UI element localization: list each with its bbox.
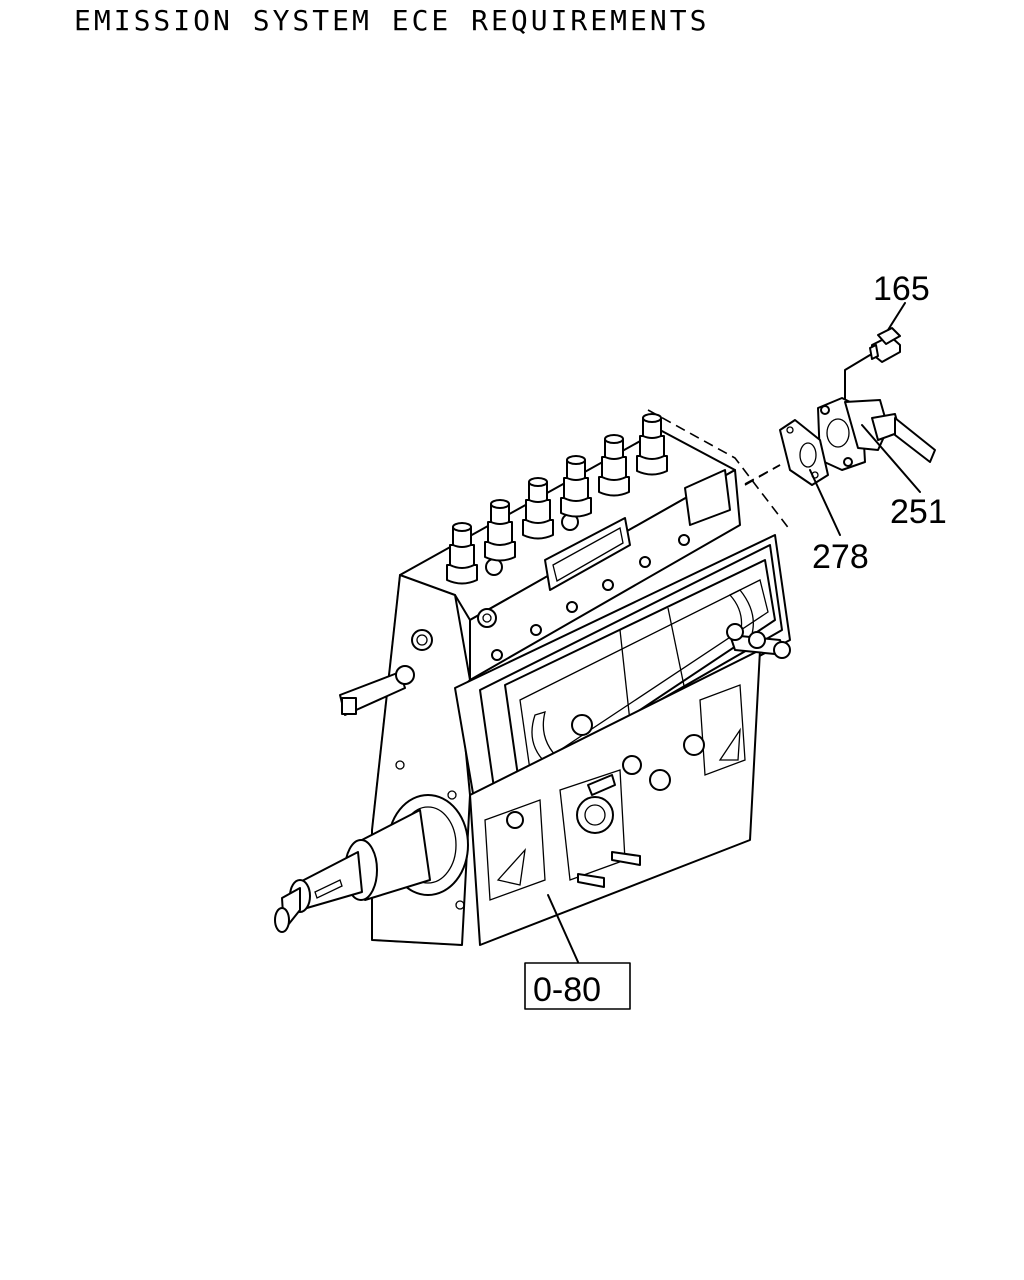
reference-box xyxy=(524,962,631,1010)
callout-0-80: 0-80 xyxy=(533,971,601,1009)
sensor-251 xyxy=(817,397,936,471)
callout-165: 165 xyxy=(873,270,930,308)
leader-251 xyxy=(861,424,921,493)
bolt-165 xyxy=(869,327,901,363)
leader-0-80 xyxy=(547,894,579,963)
leader-165 xyxy=(887,302,906,331)
gasket-278 xyxy=(779,419,829,486)
bolt-axis-line xyxy=(844,354,871,401)
delivery-valve-holders xyxy=(446,413,668,585)
leader-278 xyxy=(809,469,841,536)
cover-bolt xyxy=(726,623,791,659)
callout-278: 278 xyxy=(812,538,869,576)
callout-251: 251 xyxy=(890,493,947,531)
drive-shaft xyxy=(274,794,469,933)
assembly-axis-line xyxy=(744,464,781,485)
page-title: EMISSION SYSTEM ECE REQUIREMENTS xyxy=(74,4,710,37)
